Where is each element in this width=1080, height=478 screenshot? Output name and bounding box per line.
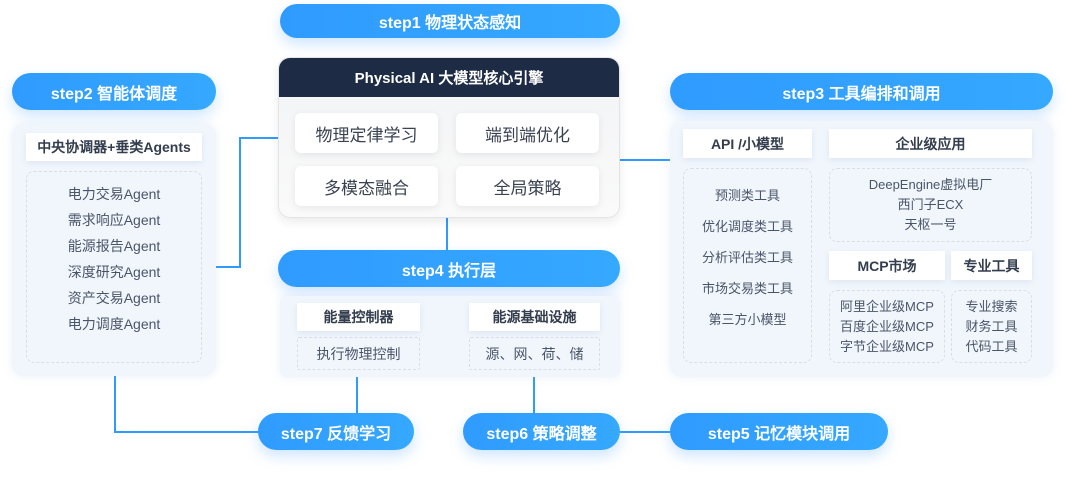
connector (620, 159, 670, 161)
agent-item: 能源报告Agent (67, 238, 161, 254)
agent-item: 深度研究Agent (67, 264, 161, 280)
core-cell: 多模态融合 (295, 166, 438, 206)
api-list: 预测类工具 优化调度类工具 分析评估类工具 市场交易类工具 第三方小模型 (683, 168, 812, 363)
tool-item: 百度企业级MCP (840, 318, 934, 334)
core-cell: 物理定律学习 (295, 113, 438, 153)
pro-list: 专业搜索 财务工具 代码工具 (951, 290, 1032, 363)
tool-item: 分析评估类工具 (701, 250, 793, 265)
mcp-list: 阿里企业级MCP 百度企业级MCP 字节企业级MCP (829, 290, 945, 363)
enterprise-list: DeepEngine虚拟电厂 西门子ECX 天枢一号 (829, 168, 1032, 242)
step7-pill: step7 反馈学习 (258, 413, 414, 450)
connector (620, 431, 670, 433)
agents-panel: 中央协调器+垂类Agents 电力交易Agent 需求响应Agent 能源报告A… (12, 124, 216, 376)
api-header: API /小模型 (683, 129, 812, 158)
tool-item: 天枢一号 (904, 217, 957, 232)
tool-item: 西门子ECX (897, 197, 964, 212)
tool-item: 专业搜索 (965, 298, 1018, 314)
tool-item: 市场交易类工具 (701, 281, 793, 296)
core-title: Physical AI 大模型核心引擎 (279, 58, 619, 97)
agent-item: 需求响应Agent (67, 212, 161, 228)
enterprise-header: 企业级应用 (829, 129, 1032, 158)
step4-pill: step4 执行层 (278, 250, 620, 287)
infra-header: 能源基础设施 (469, 303, 600, 331)
connector (114, 431, 259, 433)
tool-item: 优化调度类工具 (701, 219, 793, 234)
connector (446, 218, 448, 252)
agents-list: 电力交易Agent 需求响应Agent 能源报告Agent 深度研究Agent … (26, 171, 202, 363)
agent-item: 资产交易Agent (67, 290, 161, 306)
exec-panel: 能量控制器 执行物理控制 能源基础设施 源、网、荷、储 (280, 296, 620, 377)
tool-item: 阿里企业级MCP (840, 298, 934, 314)
connector (114, 376, 116, 433)
controller-header: 能量控制器 (297, 303, 420, 331)
connector (203, 266, 241, 268)
step5-pill: step5 记忆模块调用 (670, 413, 888, 450)
step2-pill: step2 智能体调度 (12, 73, 216, 110)
core-cell: 全局策略 (456, 166, 599, 206)
tool-item: 预测类工具 (714, 188, 780, 203)
tool-item: 财务工具 (965, 318, 1018, 334)
mcp-header: MCP市场 (829, 251, 945, 280)
controller-body: 执行物理控制 (297, 337, 420, 370)
tool-item: 字节企业级MCP (840, 338, 934, 354)
agents-header: 中央协调器+垂类Agents (26, 133, 202, 161)
infra-body: 源、网、荷、储 (469, 337, 600, 370)
pro-header: 专业工具 (951, 251, 1032, 280)
step1-pill: step1 物理状态感知 (280, 4, 620, 38)
agent-item: 电力调度Agent (67, 316, 161, 332)
tools-panel: API /小模型 预测类工具 优化调度类工具 分析评估类工具 市场交易类工具 第… (670, 121, 1053, 377)
step6-pill: step6 策略调整 (463, 413, 620, 450)
agent-item: 电力交易Agent (67, 186, 161, 202)
core-engine: Physical AI 大模型核心引擎 物理定律学习 端到端优化 多模态融合 全… (278, 57, 620, 218)
step3-pill: step3 工具编排和调用 (670, 73, 1053, 110)
core-cell: 端到端优化 (456, 113, 599, 153)
tool-item: DeepEngine虚拟电厂 (868, 177, 993, 192)
tool-item: 代码工具 (965, 338, 1018, 354)
tool-item: 第三方小模型 (708, 312, 787, 327)
connector (533, 368, 535, 414)
connector (356, 368, 358, 414)
connector (239, 137, 279, 139)
connector (239, 137, 241, 268)
